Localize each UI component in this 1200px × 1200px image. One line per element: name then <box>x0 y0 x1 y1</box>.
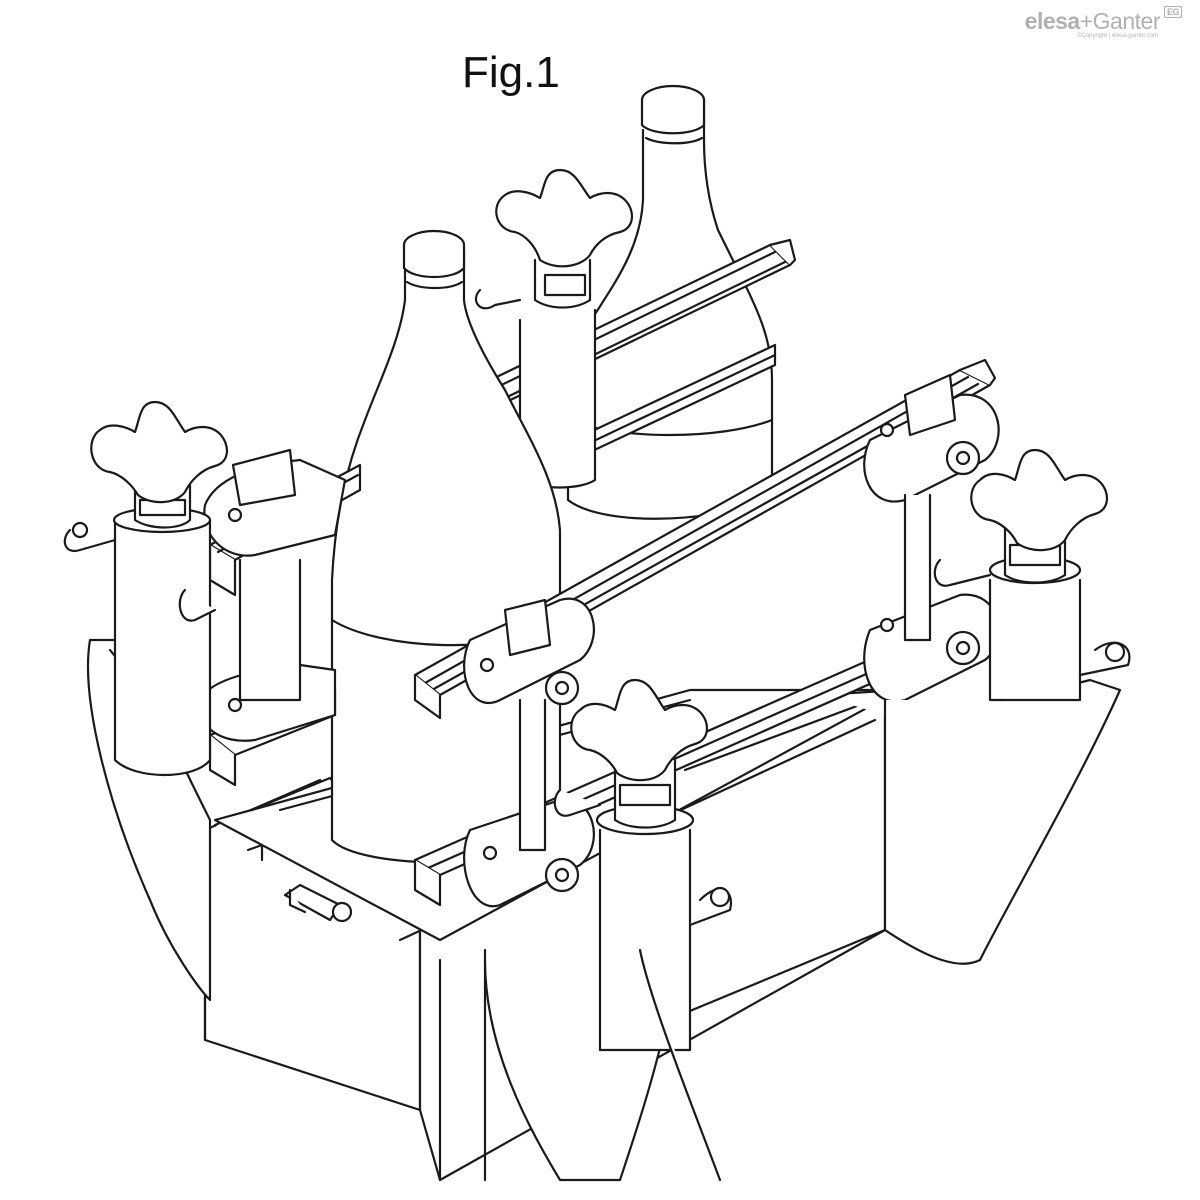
figure-title: Fig.1 <box>462 48 560 97</box>
cup-holder-left <box>63 506 217 1002</box>
brand-name-part1: elesa <box>1024 8 1081 34</box>
clamp-block-front-upper <box>463 597 595 706</box>
clamp-block-right-lower <box>863 593 1000 703</box>
star-knob-right <box>970 448 1108 584</box>
base-fitting <box>283 883 353 923</box>
cup-holder-front <box>483 788 733 1182</box>
clamp-block-front-lower <box>463 798 595 908</box>
vertical-post-right <box>903 493 932 642</box>
brand-badge: EG <box>1163 6 1182 18</box>
brand-name-part2: +Ganter <box>1079 8 1161 34</box>
clamp-block-left-upper <box>203 448 347 557</box>
clamp-block-right-upper <box>863 373 1000 503</box>
vertical-post-left <box>238 558 302 702</box>
star-knob-front <box>570 678 708 829</box>
vertical-post-front <box>518 698 547 852</box>
star-knob-left <box>90 400 228 529</box>
brand-copyright: ©Copyright | elesa-ganter.com <box>1076 33 1158 39</box>
star-knob-rear <box>474 168 633 489</box>
